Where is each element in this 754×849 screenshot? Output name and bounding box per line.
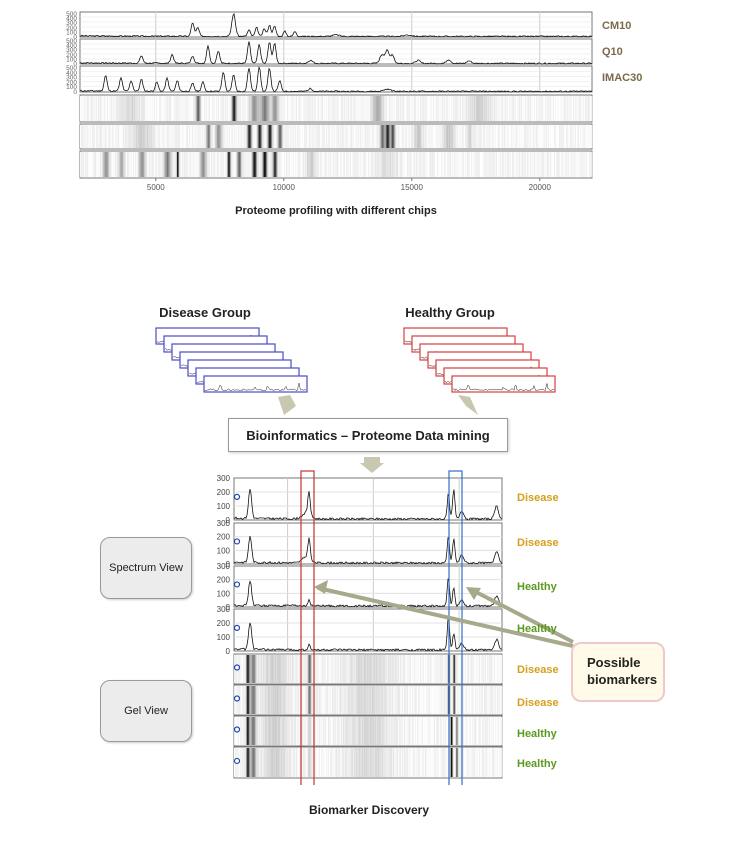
callout-arrow-right bbox=[471, 588, 574, 644]
spectrum-row-label-2: Disease bbox=[517, 537, 559, 549]
possible-biomarkers-callout: Possible biomarkers bbox=[571, 642, 665, 702]
marker-icon bbox=[233, 726, 241, 733]
gel-row-3 bbox=[233, 715, 503, 747]
y-tick-label: 300 bbox=[217, 605, 231, 614]
sample-spectra-stacks bbox=[155, 327, 556, 415]
chip-label-q10: Q10 bbox=[602, 46, 623, 58]
gel-row-4 bbox=[233, 746, 503, 779]
disease-sample-stack bbox=[155, 327, 308, 393]
y-tick-label: 300 bbox=[217, 562, 231, 571]
gel-view-button[interactable]: Gel View bbox=[100, 680, 192, 742]
spectrum-row-label-3: Healthy bbox=[517, 581, 557, 593]
y-tick-label: 200 bbox=[66, 25, 77, 32]
callout-arrowhead-right bbox=[466, 587, 481, 600]
q10-gel bbox=[79, 123, 593, 150]
mining-to-results-arrow bbox=[360, 457, 384, 473]
spectrum-view-button[interactable]: Spectrum View bbox=[100, 537, 192, 599]
y-tick-label: 500 bbox=[66, 65, 77, 72]
marker-icon bbox=[233, 757, 241, 765]
y-tick-label: 300 bbox=[66, 75, 77, 82]
spectrum-row-3: 300 200 100 0 bbox=[217, 562, 503, 612]
x-tick-label: 10000 bbox=[273, 183, 296, 192]
y-tick-label: 200 bbox=[217, 488, 231, 497]
healthy-to-mining-arrow bbox=[458, 395, 478, 415]
chip-label-imac30: IMAC30 bbox=[602, 72, 643, 84]
x-tick-label: 20000 bbox=[529, 183, 552, 192]
y-tick-label: 100 bbox=[217, 633, 231, 642]
chip-label-cm10: CM10 bbox=[602, 20, 632, 32]
marker-icon bbox=[233, 664, 241, 671]
healthy-group-title: Healthy Group bbox=[405, 305, 495, 320]
marker-icon bbox=[233, 695, 241, 702]
sample-spectrum-card bbox=[203, 375, 308, 393]
y-tick-label: 100 bbox=[66, 56, 77, 63]
y-tick-label: 0 bbox=[73, 61, 77, 68]
chip-profiling-caption: Proteome profiling with different chips bbox=[235, 205, 437, 217]
y-tick-label: 200 bbox=[66, 52, 77, 59]
gel-row-label-3: Healthy bbox=[517, 728, 557, 740]
gel-row-1 bbox=[233, 653, 503, 685]
y-tick-label: 0 bbox=[73, 89, 77, 96]
y-tick-label: 0 bbox=[226, 560, 231, 569]
y-tick-label: 500 bbox=[66, 11, 77, 18]
y-tick-label: 300 bbox=[66, 20, 77, 27]
y-tick-label: 400 bbox=[66, 70, 77, 77]
marker-icon bbox=[233, 581, 241, 588]
y-tick-label: 200 bbox=[217, 576, 231, 585]
marker-icon bbox=[233, 624, 241, 631]
y-tick-label: 0 bbox=[226, 603, 231, 612]
gel-row-label-1: Disease bbox=[517, 664, 559, 676]
biomarker-highlight-blue bbox=[448, 470, 463, 785]
imac30-gel bbox=[79, 150, 593, 179]
y-tick-label: 300 bbox=[217, 474, 231, 483]
y-tick-label: 200 bbox=[217, 619, 231, 628]
y-tick-label: 100 bbox=[66, 29, 77, 36]
y-tick-label: 100 bbox=[217, 502, 231, 511]
disease-to-mining-arrow bbox=[278, 395, 296, 415]
spectrum-row-label-4: Healthy bbox=[517, 623, 557, 635]
y-tick-label: 200 bbox=[66, 79, 77, 86]
y-tick-label: 400 bbox=[66, 16, 77, 23]
marker-icon bbox=[233, 538, 241, 545]
y-tick-label: 0 bbox=[226, 647, 231, 656]
chip-spectra-chart: 5004003002001000500400300200100050040030… bbox=[66, 11, 593, 192]
y-tick-label: 300 bbox=[66, 47, 77, 54]
biomarker-discovery-caption: Biomarker Discovery bbox=[308, 803, 430, 817]
y-tick-label: 100 bbox=[66, 84, 77, 91]
y-tick-label: 500 bbox=[66, 38, 77, 45]
callout-arrowhead-left bbox=[314, 580, 328, 594]
y-tick-label: 0 bbox=[73, 34, 77, 41]
disease-group-title: Disease Group bbox=[159, 305, 251, 320]
y-tick-label: 0 bbox=[226, 516, 231, 525]
y-tick-label: 100 bbox=[217, 589, 231, 598]
x-tick-label: 5000 bbox=[147, 183, 165, 192]
y-tick-label: 100 bbox=[217, 546, 231, 555]
x-tick-label: 15000 bbox=[401, 183, 424, 192]
healthy-sample-stack bbox=[403, 327, 556, 393]
y-tick-label: 200 bbox=[217, 533, 231, 542]
biomarker-highlight-red bbox=[300, 470, 315, 785]
cm10-gel bbox=[79, 94, 593, 123]
gel-row-label-2: Disease bbox=[517, 697, 559, 709]
y-tick-label: 400 bbox=[66, 43, 77, 50]
sample-spectrum-card bbox=[451, 375, 556, 393]
data-mining-box: Bioinformatics – Proteome Data mining bbox=[228, 418, 508, 452]
spectrum-row-4: 300 200 100 0 bbox=[217, 605, 503, 656]
gel-row-label-4: Healthy bbox=[517, 758, 557, 770]
gel-row-2 bbox=[233, 684, 503, 716]
spectrum-row-2: 300 200 100 0 bbox=[217, 519, 503, 569]
callout-arrow-left bbox=[317, 586, 574, 648]
marker-icon bbox=[233, 493, 241, 501]
y-tick-label: 300 bbox=[217, 519, 231, 528]
spectrum-row-1: 300 200 100 0 bbox=[217, 474, 503, 525]
spectrum-row-label-1: Disease bbox=[517, 492, 559, 504]
